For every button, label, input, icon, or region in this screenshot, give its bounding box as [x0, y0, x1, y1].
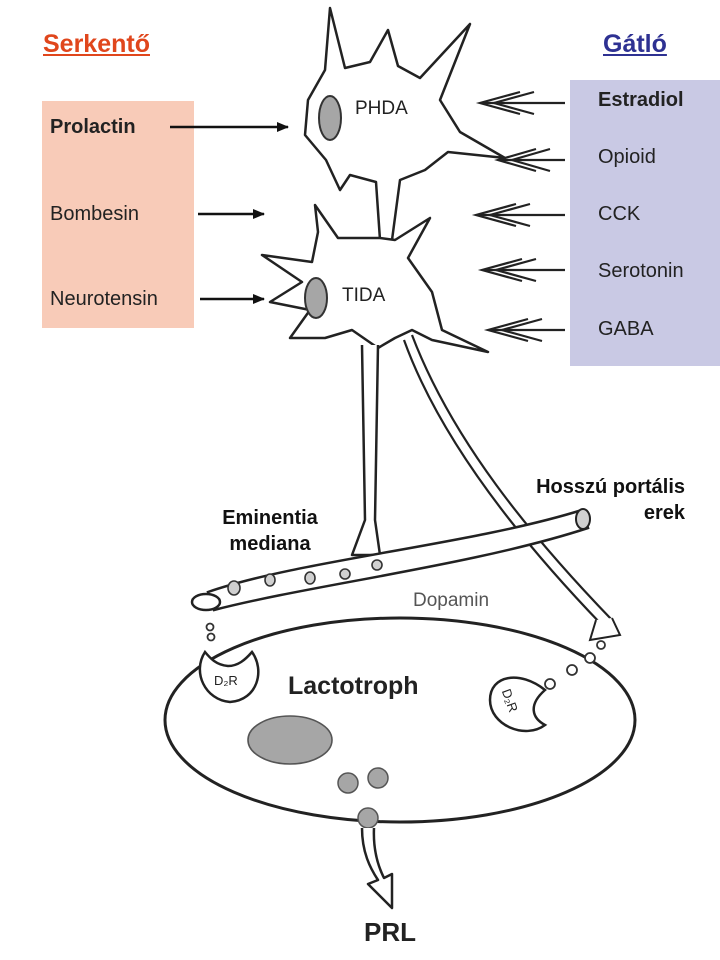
- tida-label: TIDA: [342, 285, 386, 306]
- stimulatory-item-bombesin: Bombesin: [50, 203, 139, 225]
- eminentia-line-2: mediana: [229, 533, 311, 555]
- lactotroph-cell: [163, 616, 637, 824]
- portal-line-1: Hosszú portális: [536, 476, 685, 498]
- stimulatory-heading: Serkentő: [43, 30, 150, 58]
- inhibitory-item-cck: CCK: [598, 203, 641, 225]
- lactotroph-nucleus: [247, 715, 333, 765]
- inhibitory-item-estradiol: Estradiol: [598, 89, 684, 111]
- long-axon-terminal: [588, 617, 622, 642]
- granule-1: [337, 772, 359, 794]
- portal-vessel-end: [575, 508, 591, 530]
- portal-vessel-open-end: [190, 592, 222, 612]
- inhibitory-heading: Gátló: [603, 30, 667, 58]
- d2-receptor-right: [488, 676, 548, 733]
- stimulatory-item-neurotensin: Neurotensin: [50, 288, 158, 310]
- eminentia-line-1: Eminentia: [222, 507, 318, 529]
- tida-neuron: [260, 203, 490, 354]
- arrow-opioid: [494, 147, 565, 173]
- inhibitory-item-gaba: GABA: [598, 318, 654, 340]
- tida-axon: [350, 344, 382, 557]
- dopamine-droplets-right: [544, 640, 606, 690]
- stimulatory-item-prolactin: Prolactin: [50, 116, 136, 138]
- phda-label: PHDA: [355, 98, 408, 119]
- portal-vessel: [206, 508, 590, 612]
- phda-neuron: [303, 6, 507, 242]
- vesicles-in-vessel: [227, 559, 383, 596]
- prl-label: PRL: [364, 917, 416, 947]
- arrow-serotonin: [477, 257, 565, 283]
- d2-receptor-left: [198, 649, 260, 704]
- lactotroph-label: Lactotroph: [288, 672, 419, 700]
- inhibitory-arrows: [471, 90, 565, 343]
- tida-nucleus: [304, 277, 328, 319]
- granule-exocytosis: [357, 807, 379, 829]
- arrow-estradiol: [475, 90, 565, 116]
- inhibitory-item-opioid: Opioid: [598, 146, 656, 168]
- inhibitory-item-serotonin: Serotonin: [598, 260, 684, 282]
- portal-vessel-label: Hosszú portális erek: [505, 474, 685, 526]
- eminentia-mediana-label: Eminentia mediana: [205, 505, 335, 557]
- arrow-cck: [471, 202, 565, 228]
- dopamine-label: Dopamin: [413, 590, 490, 611]
- stimulatory-arrows: [170, 122, 289, 304]
- portal-line-2: erek: [643, 502, 685, 524]
- long-axon: [402, 334, 613, 626]
- granule-2: [367, 767, 389, 789]
- stimulatory-box: [42, 101, 194, 328]
- phda-nucleus: [318, 95, 342, 141]
- prl-output-arrow: [360, 827, 394, 910]
- inhibitory-box: [570, 80, 720, 366]
- dopamine-droplets-left: [205, 622, 216, 642]
- d2-receptor-left-label: D₂R: [214, 673, 238, 688]
- arrow-gaba: [483, 317, 565, 343]
